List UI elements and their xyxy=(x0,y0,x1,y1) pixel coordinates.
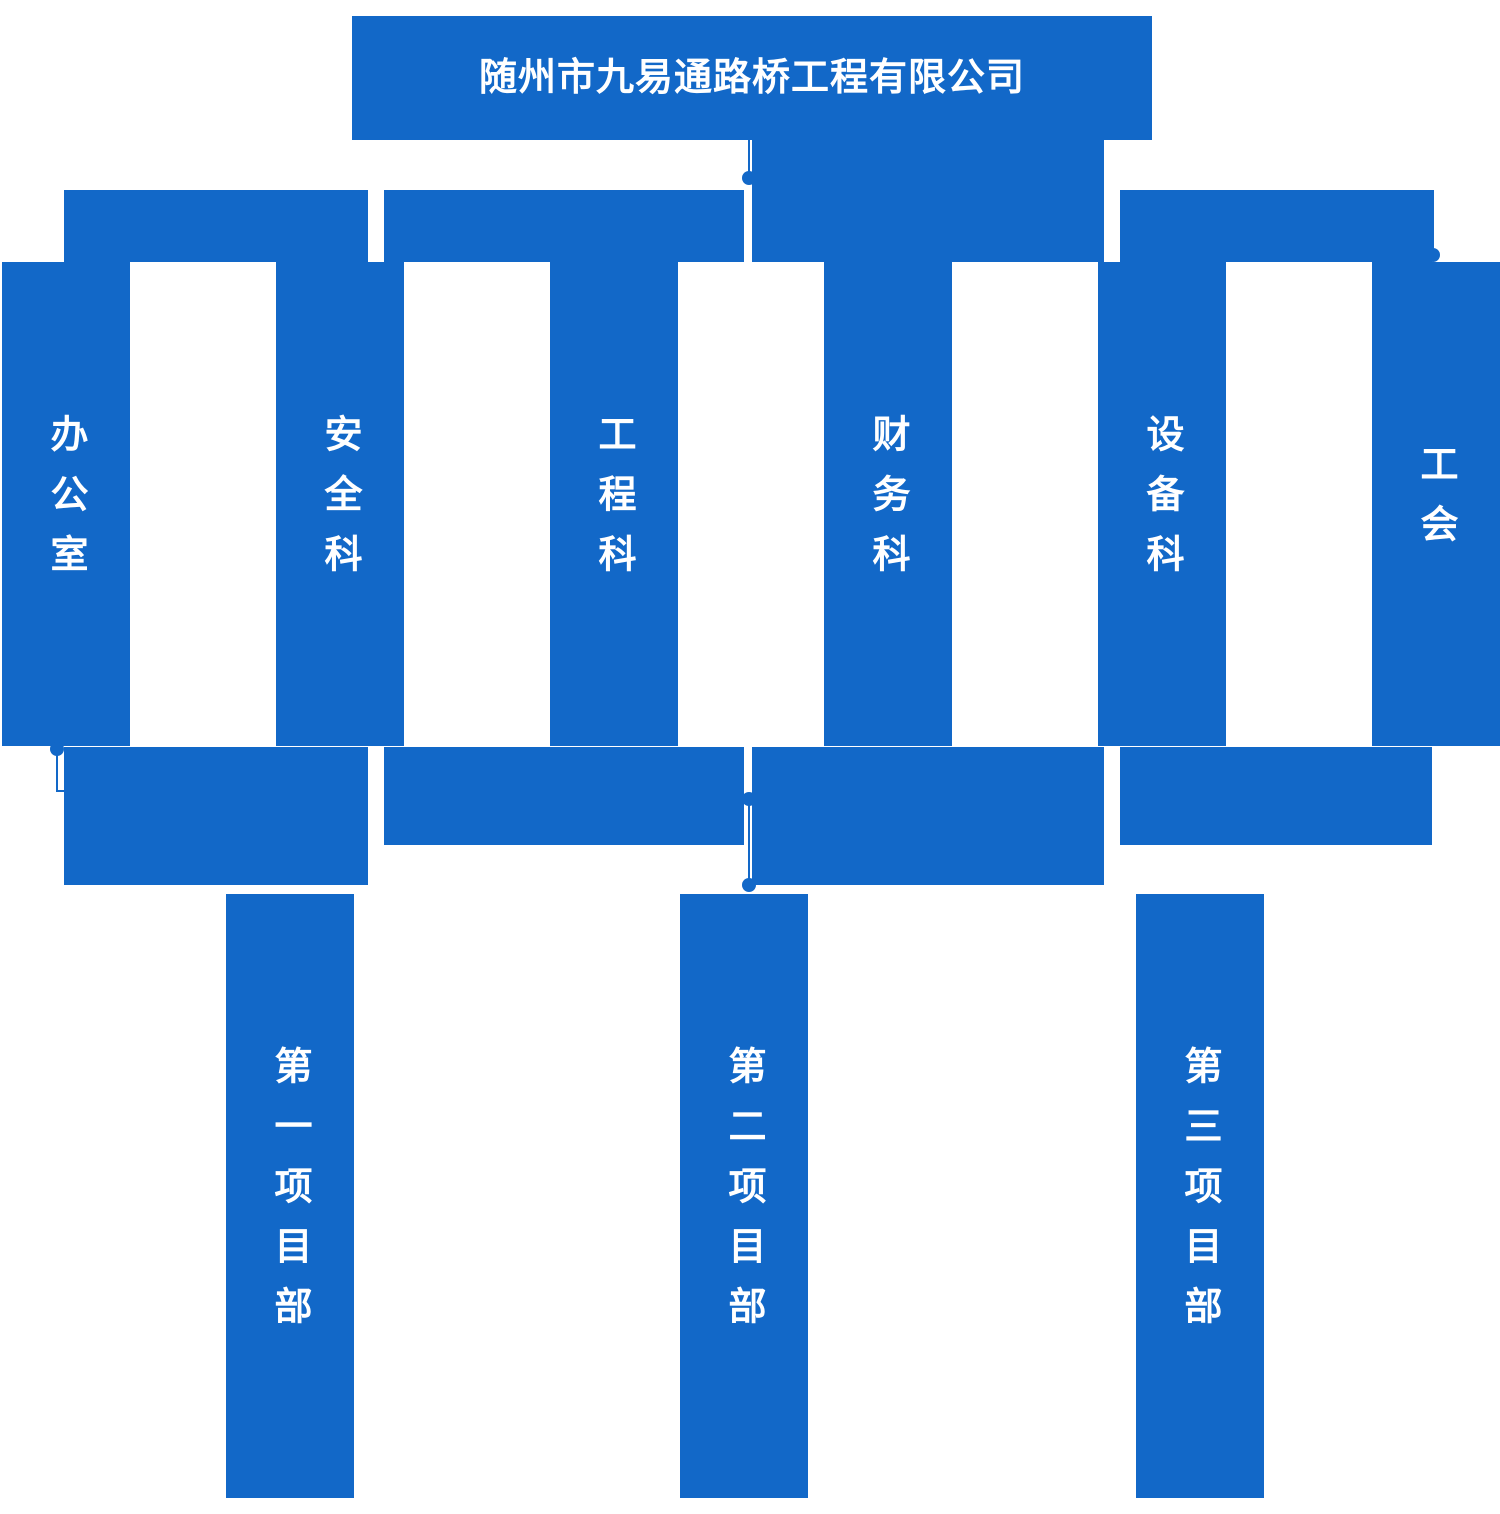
dept-node-1[interactable]: 安全科 xyxy=(276,262,404,746)
level2-rail-right-stub xyxy=(1432,190,1434,256)
level3-rail-right-stub xyxy=(1428,750,1430,792)
dept-node-0-label: 办公室 xyxy=(44,414,88,594)
level2-connector-band-2 xyxy=(384,190,744,262)
dept-node-2[interactable]: 工程科 xyxy=(550,262,678,746)
dept-node-5-label: 工会 xyxy=(1414,444,1458,564)
project-node-0[interactable]: 第一项目部 xyxy=(226,894,354,1498)
dept-node-0[interactable]: 办公室 xyxy=(2,262,130,746)
level3-connector-band-1 xyxy=(64,747,368,885)
project-node-1-label: 第二项目部 xyxy=(722,1046,766,1346)
level3-connector-band-3 xyxy=(752,747,1104,885)
dept-node-3-label: 财务科 xyxy=(866,414,910,594)
level3-rail-mid-stub xyxy=(748,798,750,886)
level3-rail-left-dot xyxy=(50,742,64,756)
level3-connector-band-4 xyxy=(1120,747,1432,845)
project-node-1[interactable]: 第二项目部 xyxy=(680,894,808,1498)
dept-node-4[interactable]: 设备科 xyxy=(1098,262,1226,746)
level3-rail-mid-dot-bottom xyxy=(742,878,756,892)
root-down-stub xyxy=(748,140,750,180)
level3-rail-left-stub xyxy=(56,750,58,792)
dept-node-5[interactable]: 工会 xyxy=(1372,262,1500,746)
level2-connector-band-1 xyxy=(64,190,368,262)
level2-connector-band-4 xyxy=(1120,190,1432,262)
level3-rail-left-tick xyxy=(56,790,68,792)
root-node-label: 随州市九易通路桥工程有限公司 xyxy=(478,55,1025,100)
root-node-company[interactable]: 随州市九易通路桥工程有限公司 xyxy=(352,16,1152,140)
level2-connector-band-3 xyxy=(752,140,1104,262)
dept-node-3[interactable]: 财务科 xyxy=(824,262,952,746)
dept-node-2-label: 工程科 xyxy=(592,414,636,594)
dept-node-4-label: 设备科 xyxy=(1140,414,1184,594)
project-node-2-label: 第三项目部 xyxy=(1178,1046,1222,1346)
project-node-0-label: 第一项目部 xyxy=(268,1046,312,1346)
level3-connector-band-2 xyxy=(384,747,744,845)
project-node-2[interactable]: 第三项目部 xyxy=(1136,894,1264,1498)
dept-node-1-label: 安全科 xyxy=(318,414,362,594)
